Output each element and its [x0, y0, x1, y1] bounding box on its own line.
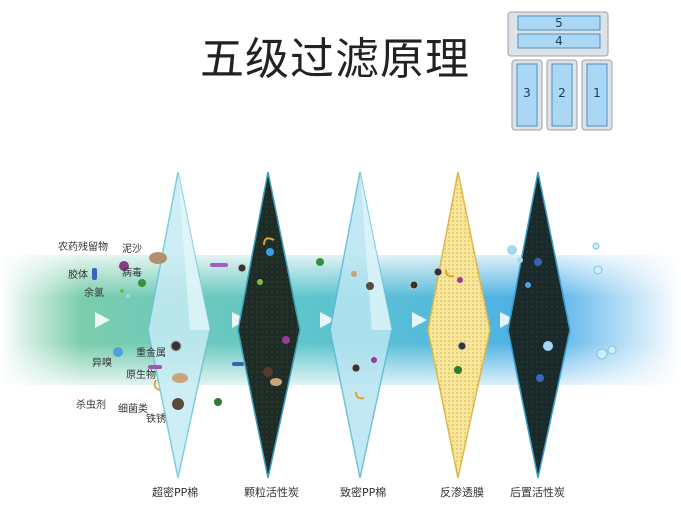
stage-1-pp-cotton-panel: [147, 171, 211, 479]
label-virus: 病毒: [122, 268, 142, 279]
module-label-3: 3: [523, 86, 531, 100]
stage-3-dense-pp-panel: [329, 171, 393, 479]
stage-label-2: 颗粒活性炭: [244, 486, 299, 499]
label-bacteria: 细菌类: [118, 404, 148, 415]
label-insecticide: 杀虫剂: [76, 400, 106, 411]
stage-label-4: 反渗透膜: [440, 486, 484, 499]
label-colloid: 胶体: [68, 270, 88, 281]
label-odor: 异嗅: [92, 358, 112, 369]
stage-5-post-carbon-panel: [507, 171, 571, 479]
module-3: [516, 63, 538, 127]
stage-label-1: 超密PP棉: [152, 486, 199, 499]
stage-label-3: 致密PP棉: [340, 486, 387, 499]
page-title: 五级过滤原理: [200, 34, 470, 85]
label-heavy-metal: 重金属: [136, 348, 166, 359]
module-label-1: 1: [593, 86, 601, 100]
module-1: [586, 63, 608, 127]
label-pesticide-residue: 农药残留物: [58, 242, 108, 253]
label-protozoa: 原生物: [126, 370, 156, 381]
stage-2-carbon-panel: [237, 171, 301, 479]
stage-4-ro-membrane-panel: [427, 171, 491, 479]
flow-arrows: [95, 312, 515, 328]
module-diagram: [507, 11, 613, 131]
module-2: [551, 63, 573, 127]
contaminant-particles: [92, 237, 617, 410]
label-rust: 铁锈: [146, 414, 166, 425]
module-label-2: 2: [558, 86, 566, 100]
module-4: [517, 33, 601, 49]
label-residual-chlorine: 余氯: [84, 288, 104, 299]
stage-label-5: 后置活性炭: [510, 486, 565, 499]
module-label-4: 4: [555, 34, 563, 48]
label-silt: 泥沙: [122, 244, 142, 255]
module-5: [517, 15, 601, 31]
module-label-5: 5: [555, 16, 563, 30]
